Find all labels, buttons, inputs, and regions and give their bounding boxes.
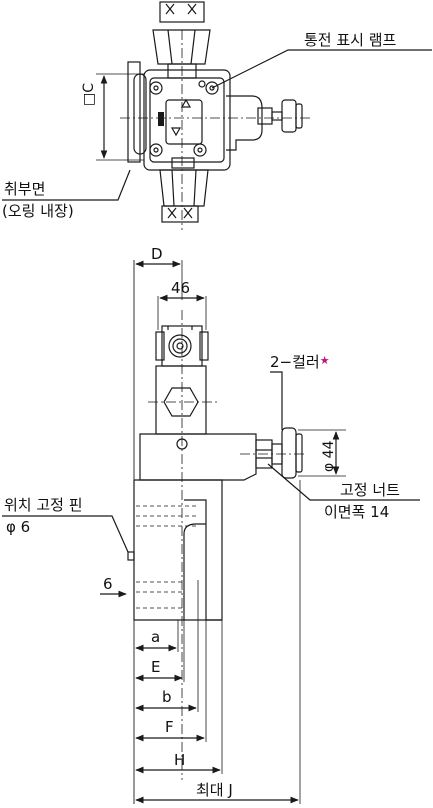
indicator-lamp-label: 통전 표시 램프	[304, 31, 397, 49]
dimension-46-label: 46	[171, 279, 191, 297]
position-pin-diameter-label: φ 6	[6, 518, 31, 536]
dimension-max-j-label: 최대 J	[196, 781, 233, 799]
side-view	[2, 260, 420, 804]
dimension-a-label: a	[151, 628, 161, 646]
dimension-f-label: F	[165, 718, 174, 736]
lock-nut-width-label: 이면폭 14	[324, 503, 390, 521]
dimension-phi44-label: φ 44	[321, 440, 337, 473]
dimension-b-label: b	[162, 688, 172, 706]
collar-label: 2−컬러★	[270, 353, 330, 371]
mounting-face-label: 취부면	[4, 180, 46, 198]
dimension-d-label: D	[151, 245, 163, 263]
position-pin-label: 위치 고정 핀	[4, 496, 83, 514]
lock-nut-label: 고정 너트	[340, 481, 400, 499]
star-icon: ★	[319, 354, 330, 367]
dimension-h-label: H	[174, 751, 186, 769]
dimension-e-label: E	[151, 658, 161, 676]
top-view	[2, 1, 432, 230]
dimension-c-label: □C	[81, 82, 97, 106]
dimension-6-label: 6	[103, 575, 113, 593]
mounting-face-note: (오링 내장)	[2, 202, 74, 220]
